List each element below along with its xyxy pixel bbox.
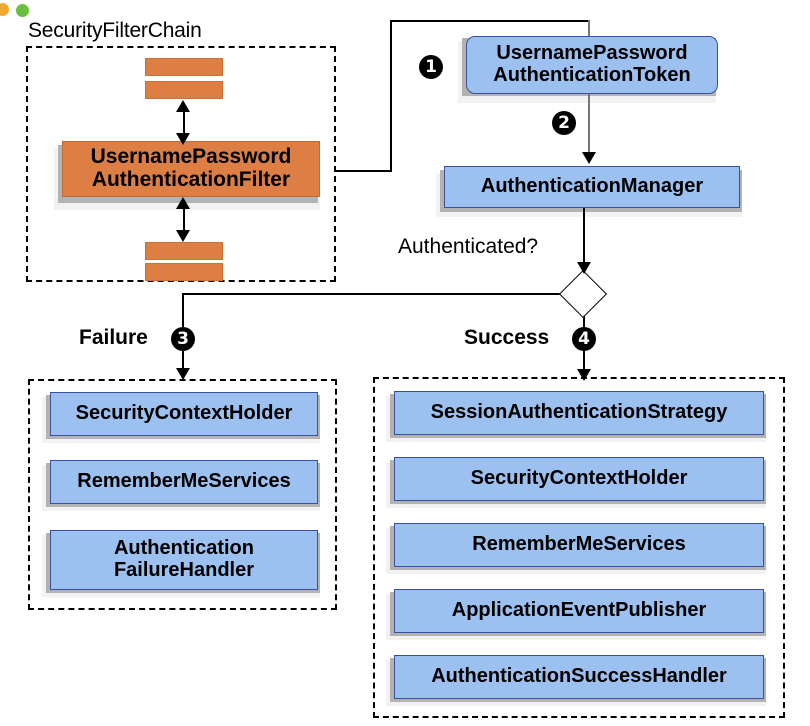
filter-link-below-arrow-up — [176, 197, 190, 209]
failure-item-3-label-line1: Authentication — [113, 537, 254, 560]
success-item-4-label: ApplicationEventPublisher — [451, 599, 707, 622]
filter-to-token-segment-h1 — [336, 170, 392, 172]
failure-branch-arrow — [176, 368, 190, 380]
security-filter-chain-title: SecurityFilterChain — [28, 19, 202, 42]
filter-link-below-line — [183, 201, 186, 239]
step-badge-3: 3 — [171, 327, 195, 351]
failure-item-3-label-line2: FailureHandler — [113, 559, 255, 581]
manager-node-label: AuthenticationManager — [480, 175, 704, 198]
token-node-label-line1: UsernamePassword — [496, 42, 688, 65]
success-item-1-label: SessionAuthenticationStrategy — [430, 401, 728, 424]
failure-item-1-label: SecurityContextHolder — [75, 402, 293, 425]
filter-to-token-segment-h2 — [390, 20, 590, 22]
success-item-3-label: RememberMeServices — [472, 533, 686, 556]
decision-to-failure-h — [182, 293, 566, 295]
filter-node-label-line2: AuthenticationFilter — [91, 168, 291, 191]
username-password-authentication-token-node[interactable]: UsernamePassword AuthenticationToken — [466, 36, 718, 94]
filter-bar-above-2 — [145, 81, 223, 99]
success-item-authenticationsuccesshandler[interactable]: AuthenticationSuccessHandler — [394, 655, 764, 699]
filter-bar-below-1 — [145, 242, 223, 260]
authenticated-decision-diamond — [558, 269, 608, 319]
failure-item-2-label: RememberMeServices — [77, 470, 291, 493]
decision-label: Authenticated? — [396, 235, 541, 259]
minimize-dot[interactable] — [0, 3, 9, 16]
step-badge-4: 4 — [572, 327, 596, 351]
manager-to-decision-arrow — [577, 262, 591, 274]
success-item-remembermeservices[interactable]: RememberMeServices — [394, 523, 764, 567]
step-badge-2: 2 — [552, 111, 576, 135]
success-item-2-label: SecurityContextHolder — [470, 467, 688, 490]
success-item-5-label: AuthenticationSuccessHandler — [431, 665, 727, 688]
token-node-label-line2: AuthenticationToken — [493, 64, 691, 86]
authentication-manager-node[interactable]: AuthenticationManager — [444, 166, 740, 208]
username-password-authentication-filter-node[interactable]: UsernamePassword AuthenticationFilter — [62, 141, 320, 197]
token-to-manager-arrow — [582, 152, 596, 164]
filter-to-token-segment-v — [390, 21, 392, 171]
filter-bar-below-2 — [145, 263, 223, 281]
failure-item-authenticationfailurehandler[interactable]: Authentication FailureHandler — [50, 530, 318, 590]
failure-item-remembermeservices[interactable]: RememberMeServices — [50, 460, 318, 504]
security-filter-chain-container — [26, 46, 336, 282]
filter-node-label-line1: UsernamePassword — [90, 145, 292, 169]
failure-branch-container — [28, 379, 337, 610]
filter-link-above-line — [183, 104, 186, 142]
success-branch-label: Success — [462, 326, 552, 350]
token-to-manager-line — [588, 94, 590, 158]
maximize-dot[interactable] — [16, 4, 29, 17]
failure-item-securitycontextholder[interactable]: SecurityContextHolder — [50, 392, 318, 436]
success-item-securitycontextholder[interactable]: SecurityContextHolder — [394, 457, 764, 501]
manager-to-decision-line — [583, 208, 585, 270]
filter-bar-above-1 — [145, 58, 223, 76]
failure-branch-label: Failure — [77, 326, 150, 350]
success-item-sessionauthenticationstrategy[interactable]: SessionAuthenticationStrategy — [394, 391, 764, 435]
filter-link-above-arrow-down — [176, 133, 190, 145]
filter-link-below-arrow-down — [176, 230, 190, 242]
filter-link-above-arrow-up — [176, 100, 190, 112]
success-item-applicationeventpublisher[interactable]: ApplicationEventPublisher — [394, 589, 764, 633]
step-badge-1: 1 — [419, 55, 443, 79]
success-branch-arrow — [577, 369, 591, 381]
token-top-stub — [588, 20, 590, 42]
